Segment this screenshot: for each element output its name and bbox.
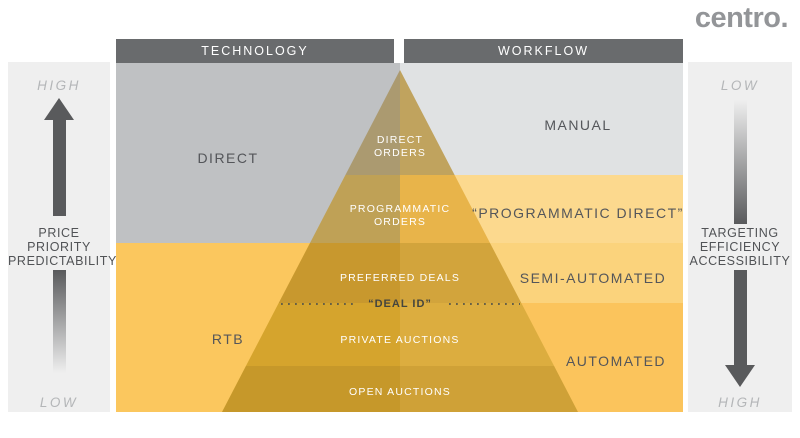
left-axis-line-predictability: PREDICTABILITY — [8, 254, 117, 268]
pyramid-band-open-auctions-right — [400, 366, 578, 412]
automated-zone-label: AUTOMATED — [566, 353, 666, 369]
rtb-zone-label: RTB — [212, 331, 244, 347]
right-axis-high-label: HIGH — [718, 395, 762, 410]
pyramid-band-direct-orders-left — [345, 70, 400, 175]
pyramid-band-private-auctions-right — [400, 303, 555, 366]
fade-out-bar — [52, 270, 66, 373]
pyramid-diagram: DIRECT RTB MANUAL “PROGRAMMATIC DIRECT” … — [116, 63, 683, 412]
deal-id-label: “DEAL ID” — [368, 298, 432, 310]
preferred-deals-label: PREFERRED DEALS — [340, 272, 460, 284]
left-axis-high-label: HIGH — [37, 78, 81, 93]
left-axis-low-label: LOW — [39, 395, 79, 410]
manual-zone-label: MANUAL — [544, 117, 611, 133]
direct-orders-label-line2: ORDERS — [374, 147, 426, 159]
left-axis-caption: PRICE PRIORITY PREDICTABILITY — [8, 226, 117, 268]
pyramid-band-open-auctions-left — [222, 366, 400, 412]
up-arrow-shaft — [52, 119, 66, 216]
programmatic-orders-label-line2: ORDERS — [374, 216, 426, 228]
pyramid-band-preferred-deals-right — [400, 243, 522, 303]
right-axis-low-label: LOW — [720, 78, 760, 93]
left-axis-line-price: PRICE — [38, 226, 80, 240]
semi-automated-zone-label: SEMI-AUTOMATED — [520, 270, 667, 286]
up-arrow-icon — [44, 98, 74, 120]
left-axis-panel: HIGH PRICE PRIORITY PREDICTABILITY LOW — [8, 62, 117, 412]
private-auctions-label: PRIVATE AUCTIONS — [340, 334, 459, 346]
right-axis-line-efficiency: EFFICIENCY — [699, 240, 781, 254]
down-arrow-shaft — [733, 270, 747, 366]
technology-header-bar: TECHNOLOGY — [116, 39, 394, 63]
down-arrow-icon — [725, 365, 755, 387]
pyramid-band-programmatic-orders-left — [310, 175, 400, 243]
left-axis-line-priority: PRIORITY — [27, 240, 91, 254]
right-axis-line-targeting: TARGETING — [701, 226, 779, 240]
pyramid-band-direct-orders-right — [400, 70, 455, 175]
direct-zone-label: DIRECT — [197, 150, 258, 166]
open-auctions-label: OPEN AUCTIONS — [349, 386, 451, 398]
workflow-header-bar: WORKFLOW — [404, 39, 683, 63]
fade-in-bar — [733, 100, 747, 224]
right-axis-panel: LOW TARGETING EFFICIENCY ACCESSIBILITY H… — [688, 62, 792, 412]
pyramid-band-private-auctions-left — [245, 303, 400, 366]
manual-zone — [400, 63, 683, 175]
centro-logo: centro. — [694, 2, 789, 34]
right-axis-line-accessibility: ACCESSIBILITY — [689, 254, 791, 268]
pyramid-band-preferred-deals-left — [278, 243, 400, 303]
pyramid-band-programmatic-orders-right — [400, 175, 490, 243]
programmatic-orders-label-line1: PROGRAMMATIC — [350, 203, 451, 215]
right-axis-caption: TARGETING EFFICIENCY ACCESSIBILITY — [688, 226, 792, 268]
programmatic-direct-zone-label: “PROGRAMMATIC DIRECT” — [472, 205, 683, 221]
direct-orders-label-line1: DIRECT — [377, 134, 423, 146]
